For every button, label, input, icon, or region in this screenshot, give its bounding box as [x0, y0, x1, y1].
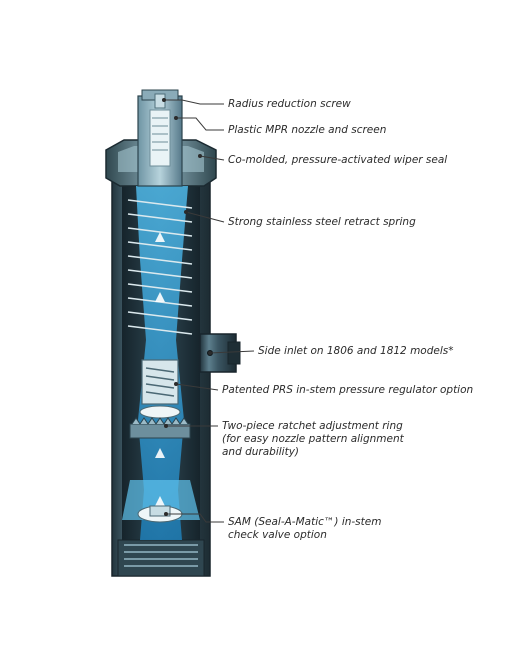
callout-line: Strong stainless steel retract spring [228, 216, 416, 228]
callout-line: and durability) [222, 446, 300, 458]
callout-wiper-seal: Co-molded, pressure-activated wiper seal [228, 154, 447, 167]
ratchet-ring [129, 417, 191, 439]
sam-check-valve [137, 505, 183, 523]
threaded-base [117, 539, 205, 577]
callout-prs-regulator: Patented PRS in-stem pressure regulator … [222, 384, 473, 397]
mpr-nozzle [149, 93, 171, 167]
flow-arrows [155, 232, 165, 506]
callout-line: (for easy nozzle pattern alignment [222, 433, 404, 445]
callout-line: Co-molded, pressure-activated wiper seal [228, 154, 448, 166]
callout-radius-reduction-screw: Radius reduction screw [228, 98, 351, 111]
callout-mpr-nozzle: Plastic MPR nozzle and screen [228, 124, 386, 137]
callout-sam-check-valve: SAM (Seal-A-Matic™) in-stem check valve … [228, 516, 381, 542]
callout-line: Radius reduction screw [228, 98, 351, 110]
callout-line: Patented PRS in-stem pressure regulator … [222, 384, 474, 396]
callout-line: Plastic MPR nozzle and screen [228, 124, 387, 136]
leader-lines [164, 99, 255, 523]
callout-ratchet-ring: Two-piece ratchet adjustment ring (for e… [222, 420, 404, 459]
callout-retract-spring: Strong stainless steel retract spring [228, 216, 416, 229]
leader-dots [162, 98, 212, 516]
callout-line: SAM (Seal-A-Matic™) in-stem [228, 516, 382, 528]
callout-line: Two-piece ratchet adjustment ring [222, 420, 403, 432]
callout-side-inlet: Side inlet on 1806 and 1812 models* [258, 345, 454, 358]
prs-regulator [139, 359, 181, 419]
callout-line: Side inlet on 1806 and 1812 models* [258, 345, 454, 357]
callout-line: check valve option [228, 529, 327, 541]
